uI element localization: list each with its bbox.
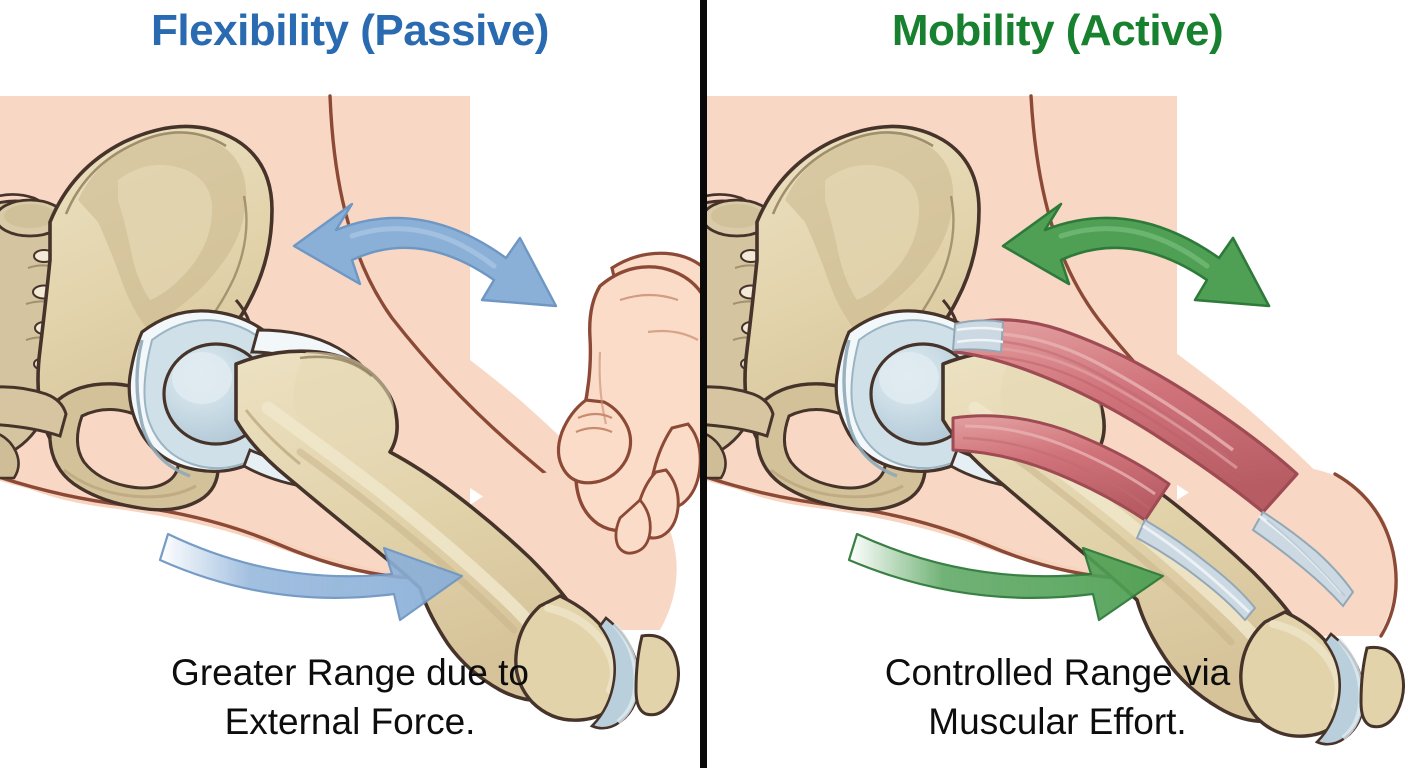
lower-sweep-arrow <box>847 532 1165 622</box>
femur <box>234 349 593 703</box>
knee-joint <box>1239 610 1405 746</box>
tendon <box>951 319 1355 622</box>
assisting-hand <box>556 251 700 555</box>
mobility-illustration <box>707 0 1407 768</box>
upper-range-arrow <box>292 202 558 308</box>
coccyx <box>0 433 20 480</box>
knee-joint <box>514 594 680 730</box>
panel-caption-mobility: Controlled Range via Muscular Effort. <box>884 652 1231 743</box>
panel-flexibility: Flexibility (Passive) Greater Range due … <box>0 0 700 768</box>
panel-divider <box>700 0 707 768</box>
panel-mobility: Mobility (Active) Controlled Range via M… <box>707 0 1408 768</box>
lumbar-vertebra <box>707 198 773 238</box>
panel-title-mobility: Mobility (Active) <box>891 6 1224 55</box>
flexibility-illustration <box>0 0 700 768</box>
upper-range-arrow <box>1001 202 1271 308</box>
quadriceps-muscle <box>953 318 1299 514</box>
panel-caption-flexibility: Greater Range due to External Force. <box>171 652 529 743</box>
lower-sweep-arrow <box>158 532 464 622</box>
coccyx <box>707 433 727 480</box>
panel-title-flexibility: Flexibility (Passive) <box>151 6 549 55</box>
pelvis <box>0 124 274 512</box>
